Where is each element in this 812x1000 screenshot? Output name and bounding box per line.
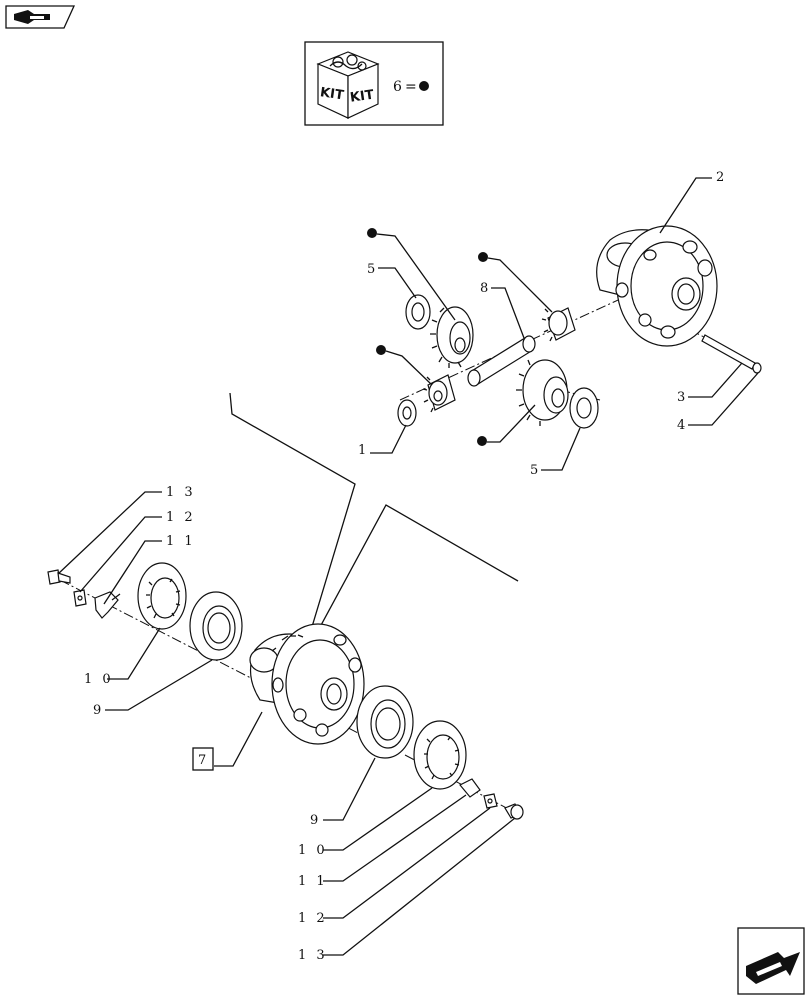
callout-9-right: 9 <box>310 813 321 828</box>
back-arrow-tag-icon[interactable] <box>5 5 76 29</box>
callout-8: 8 <box>480 281 491 296</box>
leader-11-right <box>323 794 467 882</box>
leader-10-right <box>323 787 433 851</box>
leader-11-left <box>103 540 162 605</box>
leader-8 <box>491 287 525 339</box>
thrust-washer-lower <box>569 387 599 429</box>
thrust-washer-small <box>397 399 417 427</box>
callout-1: 1 <box>358 443 369 458</box>
kit-box-icon: KIT KIT <box>316 51 380 119</box>
callout-11-right: 1 1 <box>298 874 328 889</box>
callout-13-right: 1 3 <box>298 948 328 963</box>
leader-2 <box>659 177 712 234</box>
callout-5-lower: 5 <box>530 463 541 478</box>
kit-bullet-icon <box>367 228 377 238</box>
leader-13-right <box>323 817 516 956</box>
kit-legend-number: 6 <box>393 79 402 95</box>
next-page-arrow-icon[interactable] <box>737 927 805 995</box>
kit-bullet-icon <box>376 345 386 355</box>
leader-kit-pinion-lower <box>385 350 433 386</box>
leader-4 <box>688 372 759 426</box>
lock-plate-right <box>483 793 498 809</box>
callout-11-left: 1 1 <box>166 534 196 549</box>
kit-legend-box: KIT KIT 6 = <box>304 41 444 126</box>
leader-7 <box>214 711 263 767</box>
pinion-gear-lower <box>422 374 456 413</box>
callout-10-right: 1 0 <box>298 843 328 858</box>
adjuster-ring-left <box>137 562 187 630</box>
leader-kit-sidegear-lower <box>487 404 536 443</box>
zoom-wedge-left <box>229 392 356 661</box>
leader-13-left <box>57 491 162 575</box>
cross-pin <box>701 334 762 374</box>
pinion-gear-upper <box>541 307 576 342</box>
side-gear-upper <box>430 306 474 368</box>
callout-12-right: 1 2 <box>298 911 328 926</box>
kit-label-right: KIT <box>349 88 375 106</box>
kit-label-left: KIT <box>319 85 345 103</box>
lock-plate-left <box>73 589 87 607</box>
leader-5-lower <box>541 427 581 471</box>
callout-4: 4 <box>677 418 688 433</box>
pinion-shaft <box>467 335 536 387</box>
leader-9-left <box>105 659 213 711</box>
callout-7: 7 <box>198 753 209 768</box>
callout-13-left: 1 3 <box>166 485 196 500</box>
leader-kit-pinion <box>487 257 553 313</box>
differential-assembly <box>249 623 365 745</box>
leader-3 <box>688 362 743 398</box>
leader-12-right <box>323 807 491 919</box>
side-gear-lower <box>516 359 569 426</box>
retaining-clip-left <box>94 591 121 619</box>
leader-5-upper <box>378 267 417 299</box>
bearing-left <box>189 591 243 661</box>
callout-12-left: 1 2 <box>166 510 196 525</box>
bolt-right <box>504 803 524 820</box>
leader-12-left <box>79 516 162 593</box>
differential-case <box>596 225 718 347</box>
callout-10-left: 1 0 <box>84 672 114 687</box>
adjuster-ring-right <box>413 720 467 790</box>
leader-kit-sidegear <box>376 233 456 321</box>
retaining-clip-right <box>459 778 481 798</box>
zoom-wedge-right <box>312 504 519 641</box>
bolt-left <box>47 569 71 585</box>
bearing-right <box>356 685 414 759</box>
callout-9-left: 9 <box>93 703 104 718</box>
callout-3: 3 <box>677 390 688 405</box>
kit-legend-equals: = <box>405 79 417 95</box>
callout-7-box <box>192 747 214 771</box>
kit-bullet-icon <box>477 436 487 446</box>
leader-10-left <box>107 627 161 680</box>
leader-1 <box>370 424 407 454</box>
leader-9-right <box>323 757 376 821</box>
callout-5-upper: 5 <box>367 262 378 277</box>
callout-2: 2 <box>716 170 727 185</box>
kit-bullet-icon <box>419 81 429 91</box>
kit-bullet-icon <box>478 252 488 262</box>
thrust-washer-upper <box>405 294 431 330</box>
